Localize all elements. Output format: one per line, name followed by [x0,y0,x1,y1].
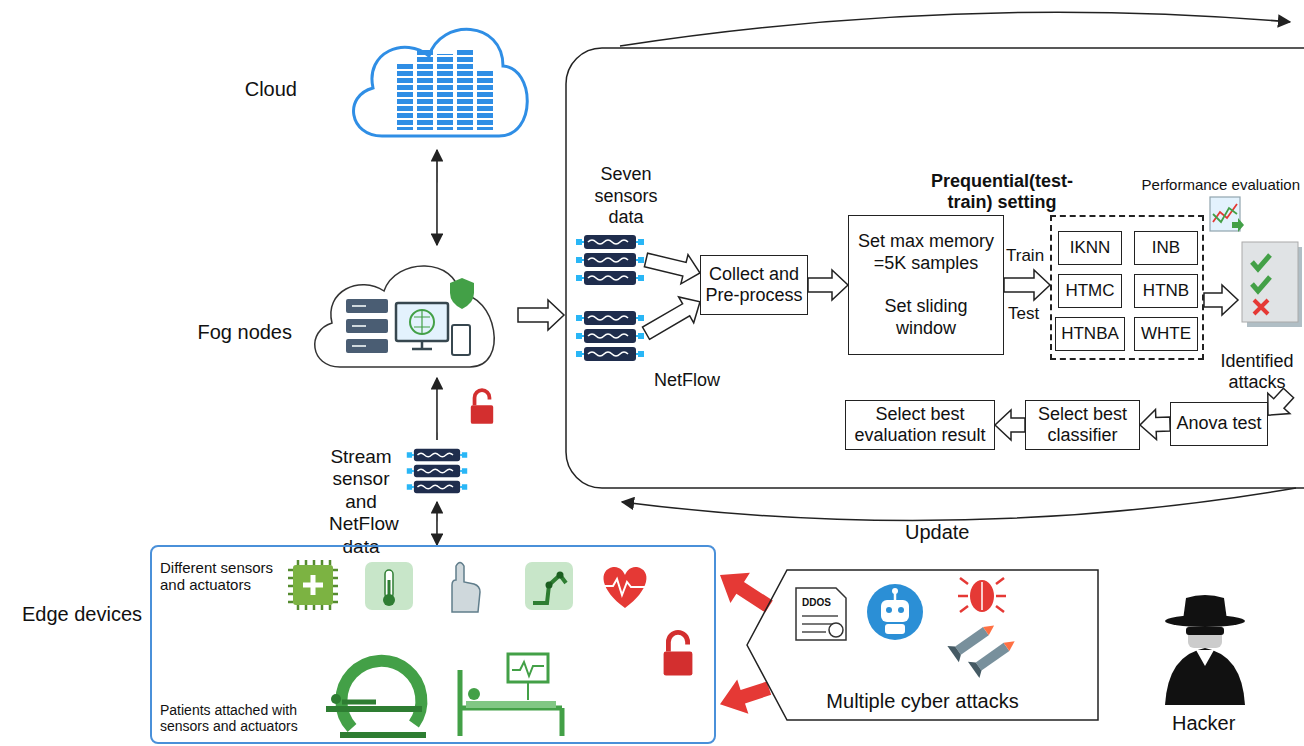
node-label: Select best classifier [1030,404,1135,446]
section-heading: Prequential(test-train) setting [927,171,1077,213]
robot-arm-icon [525,562,573,610]
attack-group: Multiple cyber attacks [745,568,1100,722]
icon-text: DDOS [802,597,831,609]
checklist-icon [1242,242,1302,327]
flow-arrow [1004,270,1050,300]
attack-arrow [720,680,771,714]
bot-icon [867,584,923,640]
flow-arrow [644,253,700,284]
scanner-icon [326,661,426,738]
node-label: WHTE [1141,324,1191,344]
classifier-group: Prequential(test-train) settingIKNNINBHT… [1050,215,1204,360]
thermometer-icon [365,562,413,610]
chip-icon [288,560,338,610]
missile-icon [947,617,1020,678]
process-box: Set max memory =5K samplesSet sliding wi… [848,215,1004,355]
section-label: Edge devices [22,603,142,627]
node-label: IKNN [1070,238,1111,258]
flow-arrow [1204,285,1238,315]
port-label: Test [1008,304,1039,324]
node-label: Stream sensor and NetFlow data [329,446,393,558]
database-icon: NetFlow [574,308,646,364]
node-label: HTNB [1143,281,1189,301]
data-link [436,502,438,545]
node-label: NetFlow [654,370,720,391]
node-label: Seven sensors data [590,164,662,228]
data-link [436,150,438,245]
caption-text: Patients attached with sensors and actua… [160,702,320,734]
edge-devices-box: Edge devicesDifferent sensors and actuat… [150,545,716,744]
hospital-bed-icon [460,654,562,736]
fog-shape [300,245,515,378]
loop-label: Update [905,521,970,545]
classifier-box: INB [1134,231,1198,265]
cloud-shape [337,8,537,150]
node-label: Set max memory =5K samples [853,231,999,273]
annotation: Performance evaluation [1142,176,1300,194]
process-box: Select best classifier [1025,400,1140,450]
attack-arrow [720,573,773,613]
data-link [436,378,438,440]
node-label: INB [1152,238,1180,258]
classifier-box: HTNB [1134,274,1198,308]
touch-icon [452,563,480,613]
process-box: Select best evaluation result [845,400,995,450]
flow-arrow [1268,388,1294,415]
result-icon: Identified attacks [1212,238,1302,393]
node-label: Anova test [1176,413,1261,434]
node-label: Set sliding window [853,296,999,338]
flow-arrow [1140,410,1170,440]
classifier-box: HTMC [1058,274,1122,308]
node-label: HTMC [1065,281,1114,301]
malware-bug-icon [958,578,1006,612]
node-label: Multiple cyber attacks [745,690,1100,714]
node-label: HTNBA [1061,324,1119,344]
flow-arrow [643,297,701,339]
flow-arrow [518,300,564,330]
classifier-box: HTNBA [1055,317,1125,351]
ddos-document-icon [796,588,846,640]
flow-arrow [808,270,848,300]
node-label: Collect and Pre-process [705,264,803,306]
process-region [566,12,1304,520]
node-label: Cloud [245,78,297,102]
cloud-icon: Cloud [337,8,537,150]
classifier-box: IKNN [1058,231,1122,265]
classifier-box: WHTE [1134,317,1198,351]
node-label: Select best evaluation result [850,404,990,446]
node-label: Identified attacks [1212,351,1302,393]
node-label: Fog nodes [197,321,292,345]
fog-node-icon: Fog nodes [300,245,515,378]
hacker-figure [1165,595,1245,705]
caption-text: Different sensors and actuators [160,559,285,594]
database-icon: Stream sensor and NetFlow data [405,440,469,502]
actor-label: Hacker [1172,712,1235,736]
chart-icon [1210,197,1244,232]
process-box: Anova test [1170,402,1268,446]
lock-icon [471,390,693,675]
heart-icon [603,567,647,608]
process-box: Collect and Pre-process [700,255,808,315]
flow-arrow [995,410,1025,440]
port-label: Train [1006,246,1044,266]
database-icon: Seven sensors data [574,232,646,288]
